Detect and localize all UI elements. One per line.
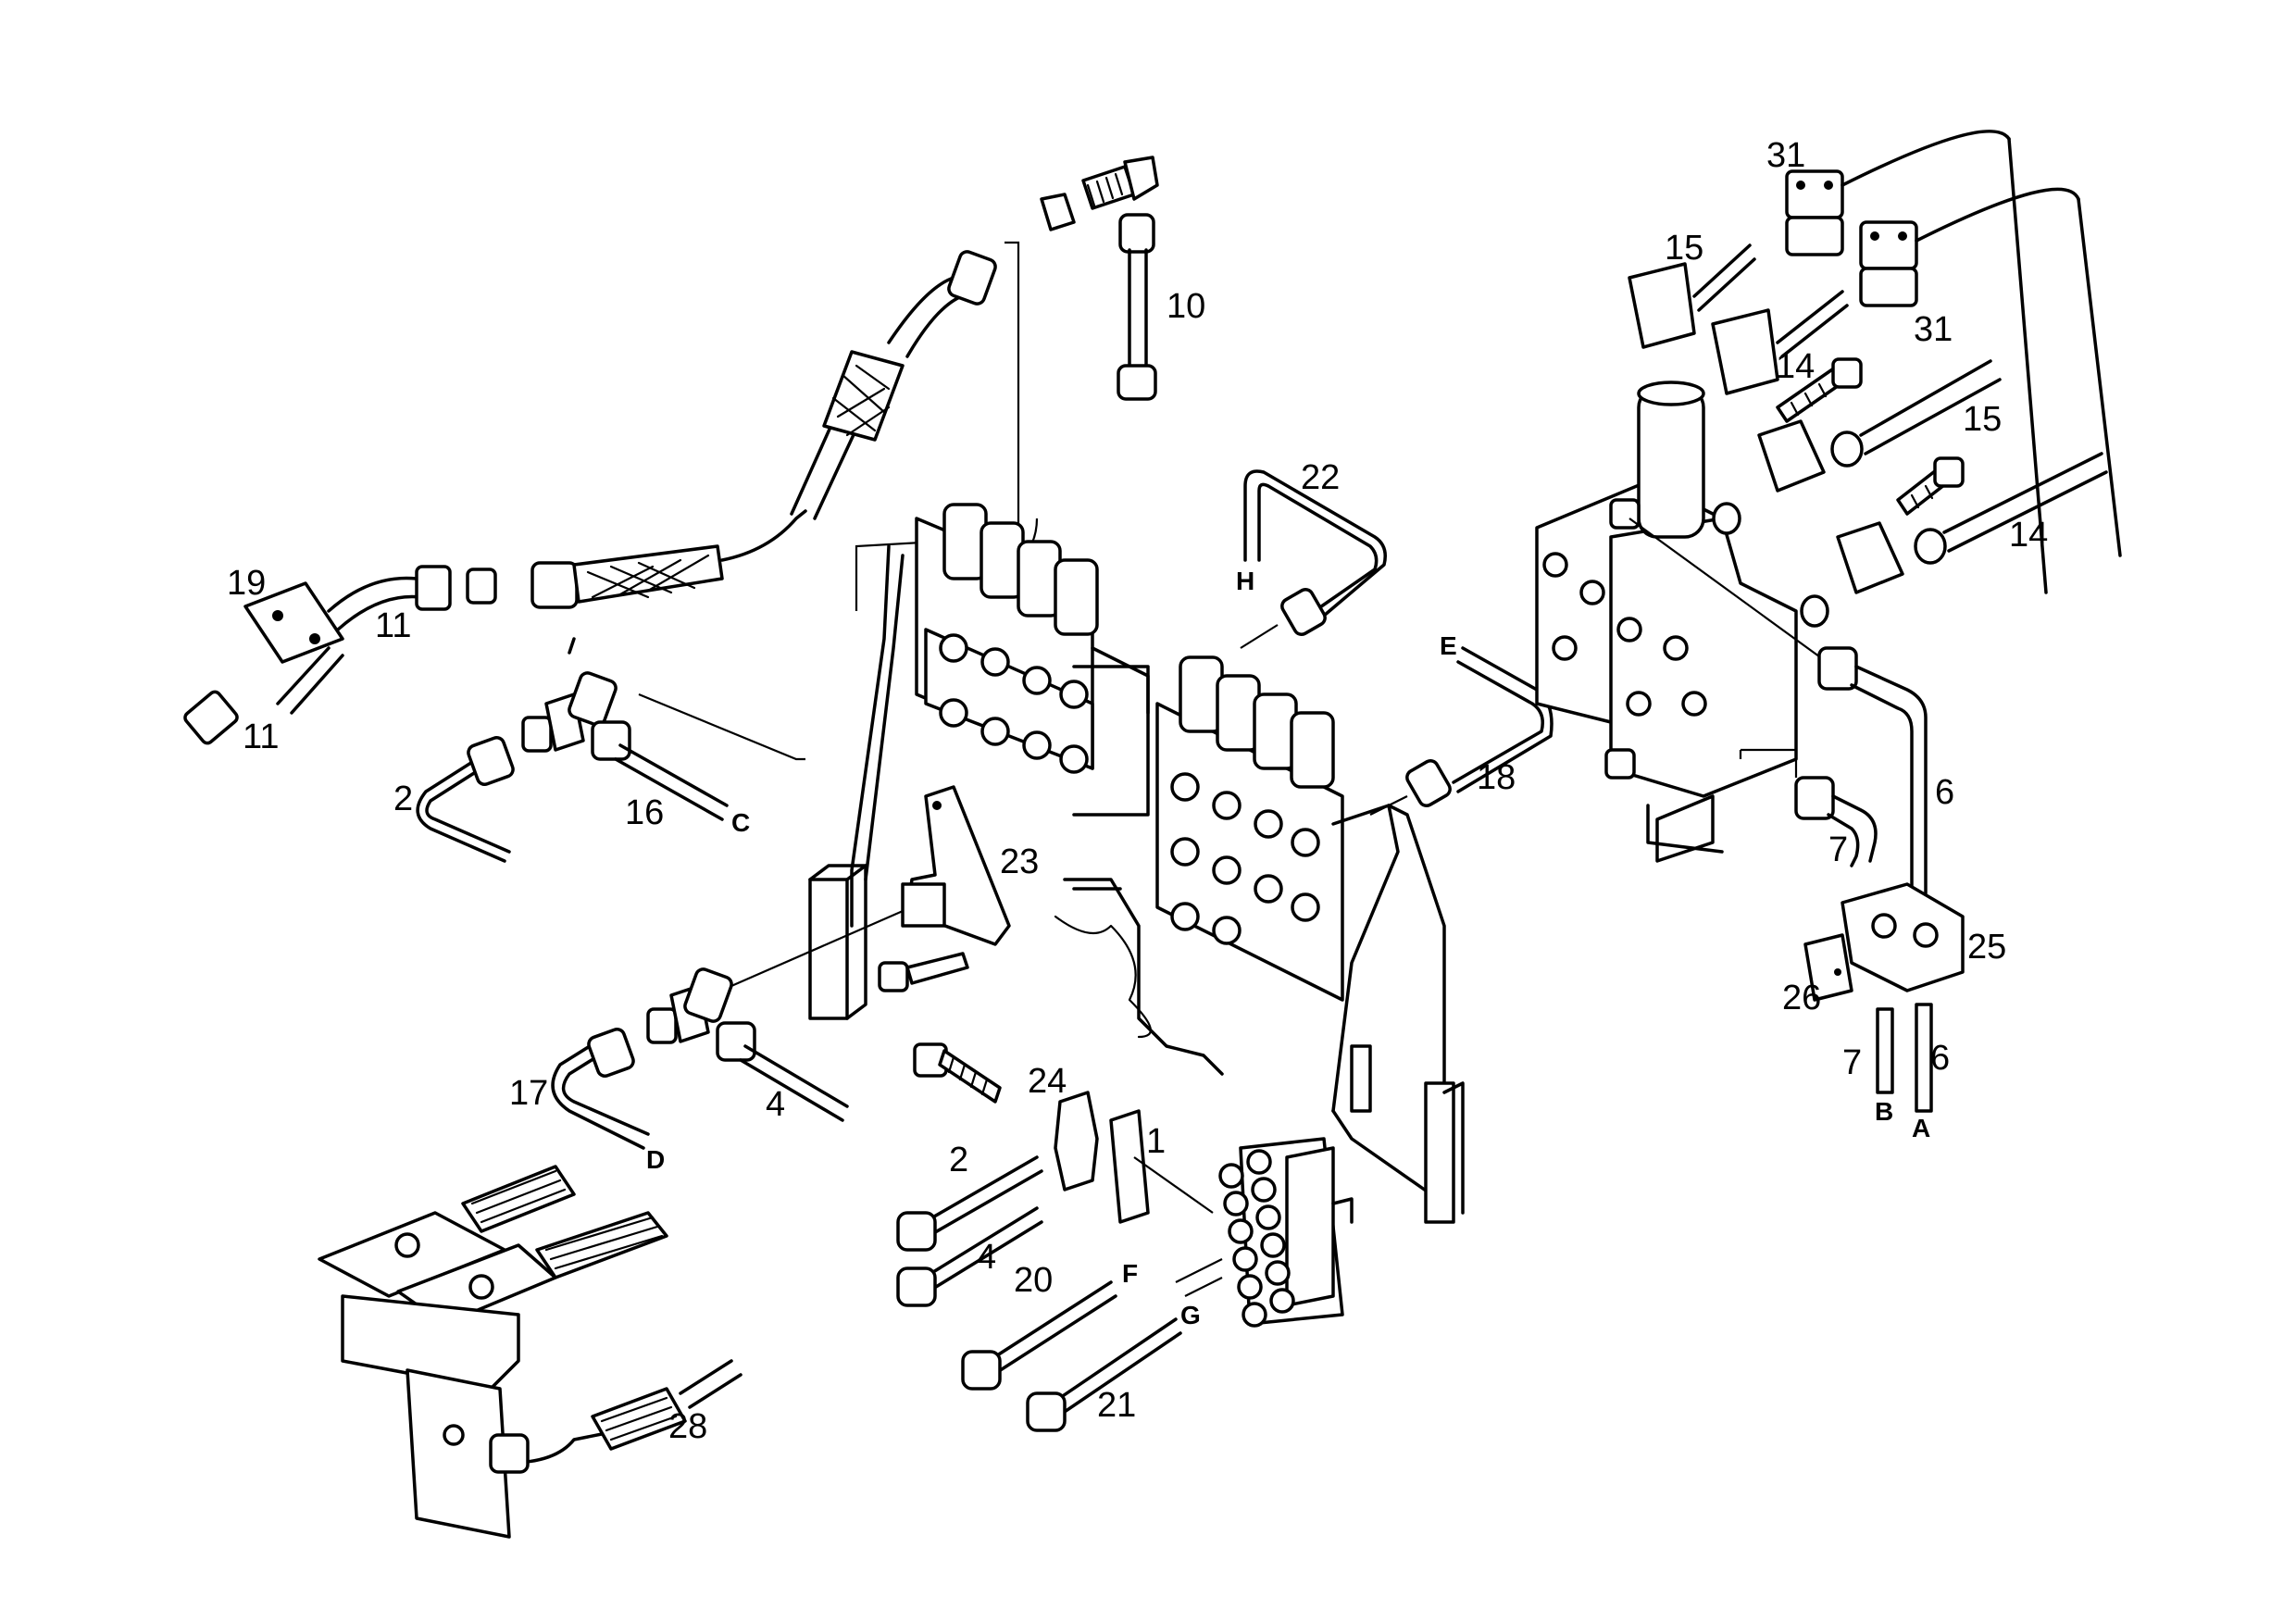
- callout-18: 18: [1477, 758, 1516, 797]
- callout-28: 28: [668, 1407, 707, 1446]
- upper-hose-assembly: [183, 250, 997, 745]
- callout-26: 26: [1782, 979, 1821, 1017]
- block-24-1: [913, 1042, 1214, 1224]
- callout-4-lower: 4: [977, 1238, 996, 1277]
- callout-7-upper: 7: [1828, 830, 1848, 869]
- callout-25: 25: [1967, 928, 2006, 967]
- callout-19: 19: [227, 564, 266, 603]
- callout-16: 16: [625, 793, 664, 832]
- callout-labels: 19 11 11 10 22 2 16 23 18 17 4 24 1 2 4 …: [227, 136, 2048, 1446]
- letter-A: A: [1912, 1114, 1930, 1142]
- letter-D: D: [646, 1145, 665, 1174]
- letter-G: G: [1180, 1301, 1201, 1329]
- steering-valve: [1535, 381, 1834, 863]
- nut-11-lower: [183, 690, 239, 745]
- part-10-assembly: [1040, 156, 1159, 401]
- callout-1: 1: [1146, 1122, 1166, 1161]
- callout-7-lower: 7: [1842, 1043, 1862, 1082]
- mounting-plate: [1063, 878, 1224, 1076]
- callout-31-lower: 31: [1914, 310, 1953, 349]
- bolts-2-4-20-21: [896, 1155, 1223, 1432]
- callout-11-upper: 11: [375, 606, 411, 645]
- callout-14-upper: 14: [1776, 347, 1815, 386]
- callout-23: 23: [1000, 842, 1039, 881]
- nut-11-upper: [415, 565, 452, 611]
- right-control-valve: [1155, 655, 1344, 1002]
- connection-letters: H E C D F G B A: [646, 567, 1930, 1329]
- letter-C: C: [731, 808, 750, 837]
- callout-15-lower: 15: [1963, 400, 2002, 439]
- callout-6-upper: 6: [1935, 773, 1954, 812]
- callout-15-upper: 15: [1665, 229, 1703, 268]
- callout-24: 24: [1028, 1062, 1067, 1101]
- callout-11-lower: 11: [243, 717, 279, 756]
- pipe-22: [1240, 469, 1387, 649]
- callout-2-lower: 2: [949, 1141, 968, 1179]
- callout-21: 21: [1097, 1386, 1136, 1425]
- pipe-18: [1369, 646, 1554, 816]
- callout-4-upper: 4: [766, 1085, 785, 1124]
- callout-17: 17: [509, 1074, 548, 1113]
- pipes-6-7: [1794, 646, 1965, 1113]
- callout-31-upper: 31: [1766, 136, 1805, 175]
- callout-20: 20: [1014, 1261, 1053, 1300]
- left-control-valve: [915, 503, 1150, 774]
- letter-H: H: [1236, 567, 1254, 595]
- foot-pedal-assembly: [318, 1165, 742, 1539]
- letter-E: E: [1440, 631, 1457, 660]
- letter-B: B: [1875, 1097, 1893, 1126]
- left-frame: [808, 544, 1150, 1020]
- fitting-2-16: [416, 637, 805, 863]
- distribution-block: [1218, 1137, 1354, 1328]
- callout-22: 22: [1301, 458, 1340, 497]
- flanges-and-clamps: [1628, 130, 2122, 628]
- callout-6-lower: 6: [1930, 1039, 1950, 1078]
- plate-23: [878, 785, 1011, 992]
- callout-10: 10: [1167, 287, 1205, 326]
- callout-14-lower: 14: [2009, 516, 2048, 555]
- letter-F: F: [1122, 1259, 1138, 1288]
- right-bracket: [1331, 804, 1465, 1224]
- fitting-17-4: [551, 887, 955, 1150]
- callout-2-upper: 2: [393, 780, 413, 818]
